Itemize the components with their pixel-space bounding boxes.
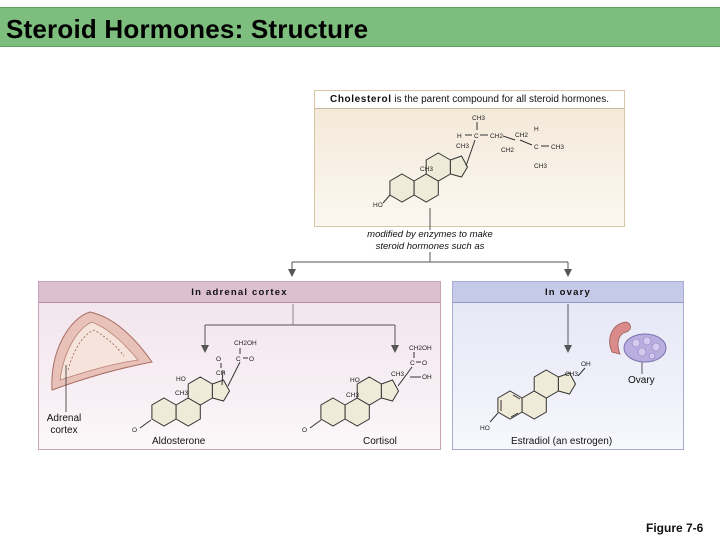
adrenal-cortex-label: Adrenal cortex [46, 413, 82, 437]
aldosterone-structure: O HO CH3 O CH CH2OH C O [132, 340, 257, 434]
ovary-label: Ovary [628, 375, 655, 386]
svg-text:CH: CH [216, 370, 226, 377]
svg-text:HO: HO [176, 376, 186, 383]
modified-text-line-2: steroid hormones such as [375, 241, 485, 252]
figure-label: Figure 7-6 [646, 521, 704, 535]
svg-text:OH: OH [422, 374, 432, 381]
svg-text:H: H [534, 126, 539, 133]
svg-text:OH: OH [581, 361, 591, 368]
cortisol-label: Cortisol [363, 436, 397, 447]
modified-text-line-1: modified by enzymes to make [367, 229, 493, 240]
svg-text:HO: HO [480, 425, 490, 432]
ovary-header-text: In ovary [544, 287, 592, 298]
svg-text:CH3: CH3 [346, 392, 359, 399]
svg-text:CH2OH: CH2OH [409, 345, 432, 352]
svg-text:O: O [302, 427, 307, 434]
svg-text:O: O [216, 356, 221, 363]
svg-text:CH3: CH3 [456, 143, 469, 150]
cholesterol-caption: Cholesterol is the parent compound for a… [315, 91, 624, 109]
page-title: Steroid Hormones: Structure [6, 14, 369, 44]
cholesterol-structure: HO CH3 H C CH2 CH3 CH3 CH2 CH2 H C CH3 C… [373, 115, 564, 209]
aldosterone-label: Aldosterone [152, 436, 206, 447]
svg-text:CH2: CH2 [501, 147, 514, 154]
svg-text:CH3: CH3 [551, 144, 564, 151]
svg-text:H: H [457, 133, 462, 140]
svg-text:HO: HO [350, 377, 360, 384]
svg-text:CH3: CH3 [534, 163, 547, 170]
adrenal-label-line-1: Adrenal [46, 413, 82, 424]
svg-text:C: C [534, 144, 539, 151]
estradiol-label: Estradiol (an estrogen) [511, 436, 613, 447]
svg-text:CH2OH: CH2OH [234, 340, 257, 347]
svg-text:CH2: CH2 [515, 132, 528, 139]
svg-text:CH3: CH3 [175, 390, 188, 397]
svg-text:O: O [422, 360, 427, 367]
svg-text:CH3: CH3 [420, 166, 433, 173]
svg-text:O: O [132, 427, 137, 434]
svg-text:CH3: CH3 [565, 371, 578, 378]
svg-text:C: C [410, 360, 415, 367]
modified-by-enzymes-text: modified by enzymes to make steroid horm… [350, 229, 510, 253]
svg-text:CH3: CH3 [472, 115, 485, 122]
cortisol-structure: O HO CH3 CH3 CH2OH C O OH [302, 345, 432, 434]
title-bar: Steroid Hormones: Structure [0, 7, 720, 47]
svg-text:CH3: CH3 [391, 371, 404, 378]
adrenal-label-line-2: cortex [50, 425, 78, 436]
cholesterol-caption-rest: is the parent compound for all steroid h… [391, 94, 609, 105]
ovary-header: In ovary [453, 282, 683, 303]
ovary-illustration [609, 321, 667, 374]
adrenal-cortex-header: In adrenal cortex [39, 282, 440, 303]
estradiol-structure: HO CH3 OH [480, 361, 591, 432]
adrenal-cortex-header-text: In adrenal cortex [191, 287, 288, 298]
svg-text:HO: HO [373, 202, 383, 209]
svg-text:C: C [474, 133, 479, 140]
cholesterol-keyword: Cholesterol [330, 94, 392, 105]
adrenal-gland-illustration [51, 311, 153, 412]
cholesterol-panel: Cholesterol is the parent compound for a… [314, 90, 625, 227]
svg-text:C: C [236, 356, 241, 363]
svg-text:O: O [249, 356, 254, 363]
svg-text:CH2: CH2 [490, 133, 503, 140]
